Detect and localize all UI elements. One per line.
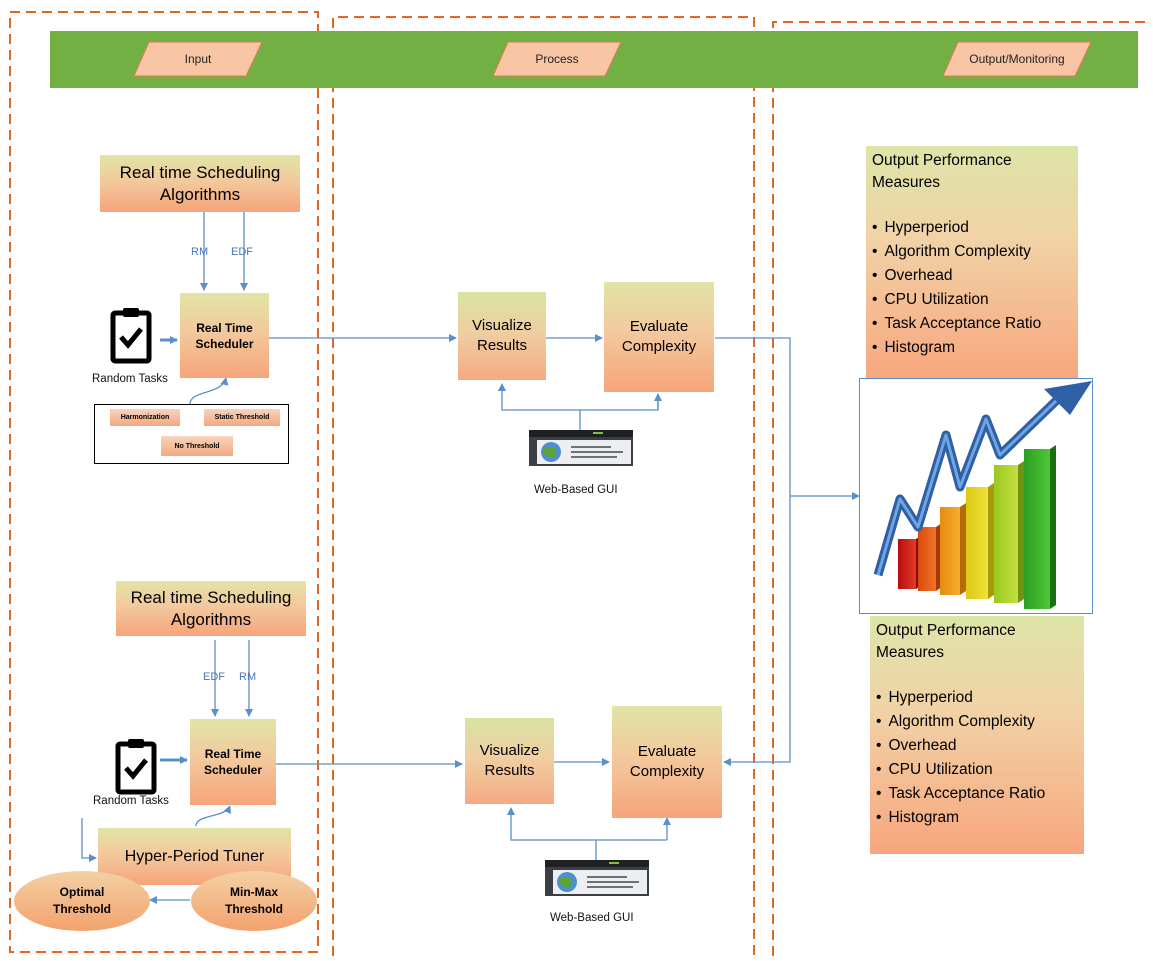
measure-item: Algorithm Complexity (872, 240, 1072, 264)
measure-item: Hyperperiod (872, 216, 1072, 240)
web-gui-label-bottom: Web-Based GUI (550, 912, 634, 924)
optimal-threshold-label: Optimal Threshold (52, 885, 111, 916)
web-gui-icon (529, 430, 633, 471)
rm-label-top: RM (191, 246, 209, 258)
performance-measures-top: Output Performance Measures Hyperperiod … (866, 146, 1078, 380)
scheduling-algorithms-box-bottom: Real time Scheduling Algorithms (116, 581, 306, 636)
optimal-threshold-ellipse: Optimal Threshold (14, 871, 150, 931)
no-threshold-option: No Threshold (161, 436, 233, 456)
min-max-threshold-label: Min-Max Threshold (224, 885, 283, 916)
process-lane (332, 16, 755, 956)
measure-item: Algorithm Complexity (876, 710, 1078, 734)
input-header-label: Input (184, 52, 212, 66)
output-header-label: Output/Monitoring (969, 52, 1065, 66)
min-max-threshold-ellipse: Min-Max Threshold (191, 871, 317, 931)
measure-item: CPU Utilization (872, 288, 1072, 312)
measure-item: Task Acceptance Ratio (876, 782, 1078, 806)
real-time-scheduler-top: Real Time Scheduler (180, 293, 269, 378)
visualize-results-bottom: Visualize Results (465, 718, 554, 804)
measure-item: Histogram (872, 336, 1072, 360)
measure-item: Histogram (876, 806, 1078, 830)
performance-title-top: Output Performance Measures (872, 152, 1012, 191)
random-tasks-label-top: Random Tasks (92, 373, 168, 385)
evaluate-complexity-bottom: Evaluate Complexity (612, 706, 722, 818)
output-header: Output/Monitoring (942, 41, 1092, 77)
performance-list-top: Hyperperiod Algorithm Complexity Overhea… (872, 216, 1072, 360)
input-lane (9, 11, 319, 953)
measure-item: CPU Utilization (876, 758, 1078, 782)
scheduling-algorithms-box-top: Real time Scheduling Algorithms (100, 155, 300, 212)
scheduling-algorithms-label: Real time Scheduling Algorithms (119, 162, 281, 204)
process-header: Process (492, 41, 622, 77)
growth-chart-icon (859, 378, 1093, 614)
clipboard-check-icon (112, 736, 160, 803)
web-gui-icon (545, 860, 649, 901)
web-gui-label-top: Web-Based GUI (534, 484, 618, 496)
performance-title-bottom: Output Performance Measures (876, 622, 1016, 661)
hyper-period-tuner-label: Hyper-Period Tuner (124, 847, 265, 865)
visualize-results-top: Visualize Results (458, 292, 546, 380)
performance-list-bottom: Hyperperiod Algorithm Complexity Overhea… (876, 686, 1078, 830)
scheduler-label-top: Real Time Scheduler (195, 320, 254, 351)
random-tasks-label-bottom: Random Tasks (93, 795, 169, 807)
measure-item: Overhead (876, 734, 1078, 758)
performance-measures-bottom: Output Performance Measures Hyperperiod … (870, 616, 1084, 854)
output-lane (772, 21, 1150, 956)
measure-item: Hyperperiod (876, 686, 1078, 710)
scheduling-algorithms-label-bottom: Real time Scheduling Algorithms (130, 587, 292, 629)
rm-label-bottom: RM (239, 671, 257, 683)
scheduler-label-bottom: Real Time Scheduler (203, 747, 263, 777)
process-header-label: Process (535, 52, 579, 66)
real-time-scheduler-bottom: Real Time Scheduler (190, 719, 276, 805)
harmonization-option: Harmonization (110, 409, 180, 426)
evaluate-label-top: Evaluate Complexity (621, 318, 697, 355)
input-header: Input (133, 41, 263, 77)
clipboard-check-icon (107, 305, 155, 372)
static-threshold-option: Static Threshold (204, 409, 280, 426)
edf-label-top: EDF (231, 246, 253, 258)
visualize-label-bottom: Visualize Results (479, 742, 540, 779)
edf-label-bottom: EDF (203, 671, 225, 683)
evaluate-complexity-top: Evaluate Complexity (604, 282, 714, 392)
measure-item: Task Acceptance Ratio (872, 312, 1072, 336)
visualize-label-top: Visualize Results (472, 317, 532, 354)
evaluate-label-bottom: Evaluate Complexity (629, 743, 705, 780)
measure-item: Overhead (872, 264, 1072, 288)
